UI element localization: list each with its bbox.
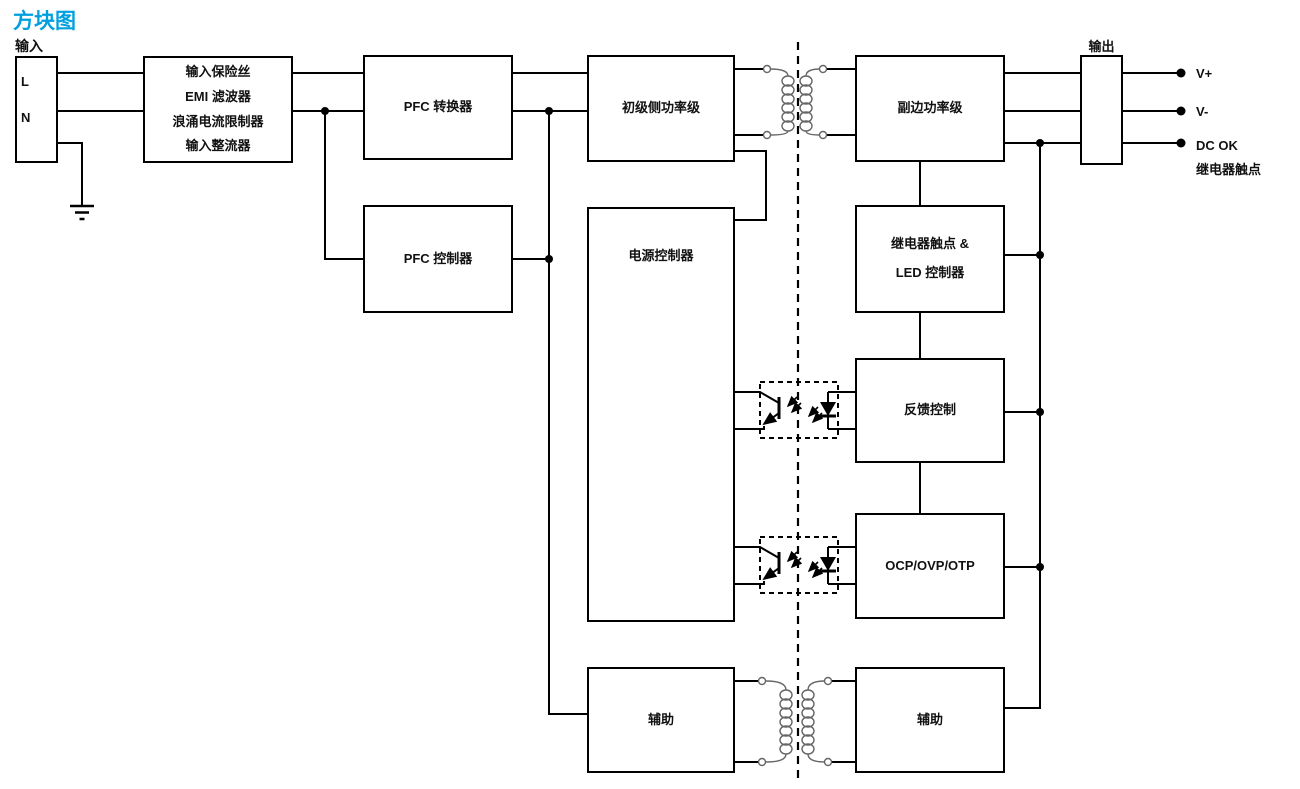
main-transformer-icon — [735, 64, 855, 140]
aux-secondary-label: 辅助 — [916, 711, 943, 727]
earth-ground-icon — [57, 142, 94, 221]
primary-power-stage-label: 初级侧功率级 — [621, 100, 700, 116]
output-dcok-relay-label: 继电器触点 — [1196, 162, 1262, 177]
page-title: 方块图 — [13, 10, 76, 33]
secondary-chain-wires — [919, 143, 1041, 709]
block-primary-power-stage: 初级侧功率级 — [587, 55, 735, 162]
relay-led-line-2: LED 控制器 — [895, 265, 965, 280]
output-vplus-label: V+ — [1196, 66, 1213, 81]
aux-transformer-icon — [735, 676, 855, 767]
output-dcok-label: DC OK — [1196, 138, 1238, 153]
block-feedback-control: 反馈控制 — [855, 358, 1005, 463]
input-stage-line-3: 浪涌电流限制器 — [172, 113, 264, 129]
feedback-control-label: 反馈控制 — [903, 402, 956, 418]
block-ocp-ovp-otp: OCP/OVP/OTP — [855, 513, 1005, 619]
optocoupler-protection-icon — [735, 536, 855, 594]
junction-dots — [321, 107, 1044, 571]
pfc-converter-label: PFC 转换器 — [403, 99, 473, 115]
output-terminal-block — [1080, 55, 1123, 165]
pfc-controller-label: PFC 控制器 — [403, 250, 473, 266]
power-controller-label: 电源控制器 — [628, 248, 694, 263]
relay-led-line-1: 继电器触点 & — [890, 236, 969, 252]
primary-to-controller-wire — [735, 150, 767, 221]
input-stage-line-4: 输入整流器 — [185, 138, 251, 154]
pfc-branch-wires — [324, 111, 587, 715]
ocp-ovp-otp-label: OCP/OVP/OTP — [885, 557, 975, 573]
block-aux-secondary: 辅助 — [855, 667, 1005, 773]
input-section-label: 输入 — [15, 38, 43, 54]
input-stage-line-2: EMI 滤波器 — [185, 88, 251, 104]
block-input-stage: 输入保险丝 EMI 滤波器 浪涌电流限制器 输入整流器 — [143, 56, 293, 163]
block-aux-primary: 辅助 — [587, 667, 735, 773]
aux-primary-label: 辅助 — [647, 711, 674, 727]
secondary-power-stage-label: 副边功率级 — [897, 100, 963, 116]
output-vminus-label: V- — [1196, 104, 1209, 119]
terminal-n-label: N — [21, 110, 31, 125]
block-secondary-power-stage: 副边功率级 — [855, 55, 1005, 162]
optocoupler-feedback-icon — [735, 381, 855, 439]
output-section-label: 输出 — [1088, 39, 1115, 54]
terminal-l-label: L — [21, 74, 29, 89]
input-terminal-block — [15, 56, 58, 163]
output-terminal-dots — [1176, 68, 1186, 148]
input-stage-line-1: 输入保险丝 — [185, 64, 251, 80]
block-relay-led-controller: 继电器触点 & LED 控制器 — [855, 205, 1005, 313]
block-power-controller: 电源控制器 — [587, 207, 735, 622]
block-pfc-converter: PFC 转换器 — [363, 55, 513, 160]
block-pfc-controller: PFC 控制器 — [363, 205, 513, 313]
